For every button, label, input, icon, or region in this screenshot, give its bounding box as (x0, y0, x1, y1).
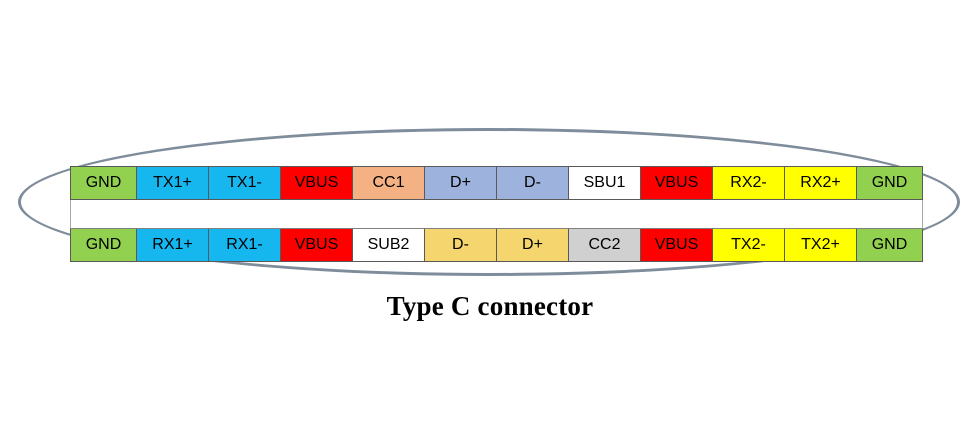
pin-cell: TX1+ (136, 166, 209, 200)
pin-cell: RX2- (712, 166, 785, 200)
pin-cell: CC2 (568, 228, 641, 262)
pin-cell: CC1 (352, 166, 425, 200)
connector-outline-ellipse (18, 128, 960, 276)
pin-cell: SUB2 (352, 228, 425, 262)
pin-cell: SBU1 (568, 166, 641, 200)
pin-cell: GND (70, 228, 137, 262)
pin-cell: GND (856, 228, 923, 262)
pin-cell: D- (496, 166, 569, 200)
pin-cell: VBUS (280, 228, 353, 262)
pin-cell: TX2- (712, 228, 785, 262)
pin-cell: D+ (424, 166, 497, 200)
pin-cell: RX1- (208, 228, 281, 262)
pin-cell: D+ (496, 228, 569, 262)
diagram-caption: Type C connector (386, 291, 594, 321)
pin-cell: D- (424, 228, 497, 262)
blank-separator-row (70, 199, 923, 229)
pin-cell: VBUS (640, 228, 713, 262)
pin-cell: RX1+ (136, 228, 209, 262)
pin-cell: VBUS (640, 166, 713, 200)
pin-cell: RX2+ (784, 166, 857, 200)
pin-cell: TX1- (208, 166, 281, 200)
pin-cell: TX2+ (784, 228, 857, 262)
pin-cell: GND (70, 166, 137, 200)
pin-cell: VBUS (280, 166, 353, 200)
pin-cell: GND (856, 166, 923, 200)
pin-cell (70, 199, 923, 229)
